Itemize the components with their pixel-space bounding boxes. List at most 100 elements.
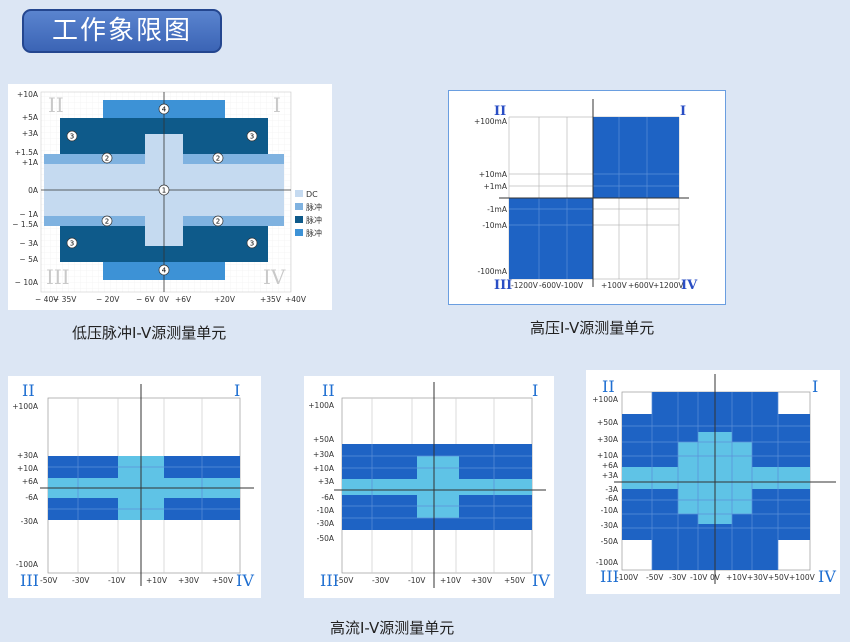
y-tick: -50A [317,534,335,543]
x-tick: +40V [285,295,307,304]
y-tick: -10A [601,506,619,515]
x-tick: -100V [561,281,584,290]
y-tick: +3A [22,129,39,138]
x-tick: -10V [108,576,126,585]
y-tick: -30A [317,519,335,528]
marker-3: 3 [70,240,74,248]
x-tick: +35V [260,295,282,304]
high-current-panel-3: +100A +50A +30A +10A +6A +3A -3A -6A -10… [586,370,840,594]
hc1-quadrant-chart: +100A +30A +10A +6A -6A -30A -100A -50V … [12,381,254,590]
y-tick: +3A [318,477,335,486]
y-tick: +3A [602,471,619,480]
high-voltage-panel: +100mA +10mA +1mA -1mA -10mA -100mA -120… [448,90,726,305]
low-pulse-x-ticks: − 40V − 35V − 20V − 6V 0V +6V +20V +35V … [35,295,307,304]
hc1-x-ticks: -50V -30V -10V +10V +30V +50V [40,576,234,585]
y-tick: -100mA [478,267,508,276]
x-tick: +50V [504,576,526,585]
x-tick: +50V [212,576,234,585]
x-tick: 0V [710,573,721,582]
hc2-x-ticks: -50V -30V -10V +10V +30V +50V [336,576,526,585]
y-tick: -10mA [482,221,508,230]
quadrant-label-II: II [22,381,35,400]
y-tick: +50A [597,418,619,427]
x-tick: +600V [628,281,655,290]
hc3-operating-region [622,392,810,570]
y-tick: -50A [601,537,619,546]
y-tick: -30A [21,517,39,526]
quadrant-label-III: III [46,265,70,289]
y-tick: -6A [321,493,334,502]
y-tick: +30A [17,451,39,460]
x-tick: -100V [616,573,639,582]
x-tick: -30V [669,573,687,582]
low-pulse-panel: +10A +5A +3A +1.5A +1A 0A − 1A − 1.5A − … [8,84,332,310]
y-tick: -100A [16,560,39,569]
hc3-quadrant-chart: +100A +50A +30A +10A +6A +3A -3A -6A -10… [592,374,836,586]
hc1-y-ticks: +100A +30A +10A +6A -6A -30A -100A [12,402,39,569]
y-tick: +5A [22,113,39,122]
x-tick: -10V [408,576,426,585]
quadrant-label-III: III [320,571,339,590]
x-tick: − 6V [136,295,155,304]
y-tick: − 1.5A [12,220,39,229]
y-tick: -10A [317,506,335,515]
quadrant-label-IV: IV [236,571,254,590]
legend: DC 脉冲 脉冲 脉冲 [295,190,322,238]
y-tick: -3A [605,485,618,494]
y-tick: − 1A [19,210,38,219]
caption-low-pulse: 低压脉冲I-V源测量单元 [72,324,227,342]
x-tick: − 40V [35,295,59,304]
quadrant-label-IV: IV [532,571,550,590]
marker-2: 2 [216,155,220,163]
x-tick: +50V [768,573,790,582]
y-tick: − 10A [15,278,39,287]
x-tick: +30V [747,573,769,582]
x-tick: -600V [539,281,562,290]
marker-4: 4 [162,106,167,114]
high-current-panel-2: +100A +50A +30A +10A +3A -6A -10A -30A -… [304,376,554,598]
marker-2: 2 [105,218,109,226]
low-pulse-y-ticks: +10A +5A +3A +1.5A +1A 0A − 1A − 1.5A − … [12,90,39,287]
x-tick: +20V [214,295,236,304]
x-tick: − 20V [96,295,120,304]
x-tick: -50V [40,576,58,585]
low-pulse-quadrant-chart: +10A +5A +3A +1.5A +1A 0A − 1A − 1.5A − … [12,90,322,304]
x-tick: − 35V [53,295,77,304]
caption-high-voltage: 高压I-V源测量单元 [530,319,655,337]
y-tick: − 5A [19,255,38,264]
quadrant-label-III: III [600,567,619,586]
quadrant-label-II: II [602,377,615,396]
marker-3: 3 [70,133,74,141]
hv-x-ticks: -1200V -600V -100V +100V +600V +1200V [511,281,684,290]
y-tick: +1A [22,158,39,167]
y-tick: -1mA [487,205,508,214]
quadrant-label-II: II [322,381,335,400]
legend-label: 脉冲 [306,202,322,212]
quadrant-label-IV: IV [681,278,698,293]
y-tick: +10A [597,451,619,460]
y-tick: -6A [25,493,38,502]
x-tick: +10V [146,576,168,585]
x-tick: -50V [646,573,664,582]
x-tick: -30V [372,576,390,585]
legend-label: DC [306,190,318,199]
marker-2: 2 [216,218,220,226]
x-tick: +10V [726,573,748,582]
marker-3: 3 [250,240,254,248]
marker-3: 3 [250,133,254,141]
x-tick: +30V [471,576,493,585]
x-tick: +6V [175,295,192,304]
quadrant-label-IV: IV [263,265,286,289]
page-title: 工作象限图 [22,9,222,53]
y-tick: +50A [313,435,335,444]
hv-y-ticks: +100mA +10mA +1mA -1mA -10mA -100mA [474,117,508,276]
quadrant-label-IV: IV [818,567,836,586]
y-tick: -30A [601,521,619,530]
x-tick: 0V [159,295,170,304]
y-tick: +30A [313,450,335,459]
y-tick: -6A [605,494,618,503]
hv-quadrant-I-fill [593,117,679,198]
x-tick: -1200V [511,281,539,290]
y-tick: +6A [22,477,39,486]
marker-2: 2 [105,155,109,163]
